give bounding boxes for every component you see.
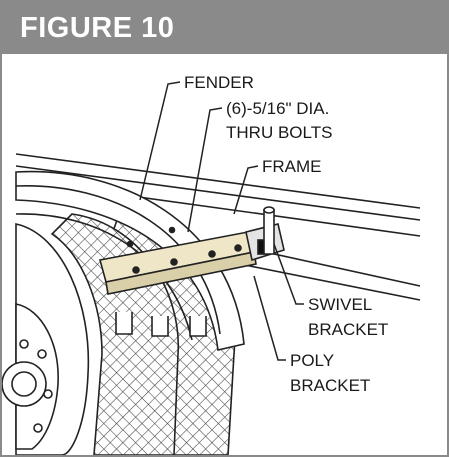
wheel-hub xyxy=(2,223,90,455)
label-swivel-line1: SWIVEL xyxy=(308,295,372,314)
figure-header: FIGURE 10 xyxy=(2,2,447,54)
leader-lines xyxy=(139,81,304,361)
label-frame: FRAME xyxy=(262,157,322,176)
label-swivel-line2: BRACKET xyxy=(308,320,388,339)
label-poly-line1: POLY xyxy=(290,351,334,370)
technical-drawing: FENDER (6)-5/16" DIA. THRU BOLTS FRAME S… xyxy=(2,54,447,455)
swivel-bracket xyxy=(245,206,285,262)
label-bolts-line2: THRU BOLTS xyxy=(226,123,332,142)
label-poly-line2: BRACKET xyxy=(290,376,370,395)
poly-bracket xyxy=(99,231,257,295)
label-fender: FENDER xyxy=(184,73,254,92)
label-bolts-line1: (6)-5/16" DIA. xyxy=(226,99,329,118)
figure-title: FIGURE 10 xyxy=(20,12,175,44)
